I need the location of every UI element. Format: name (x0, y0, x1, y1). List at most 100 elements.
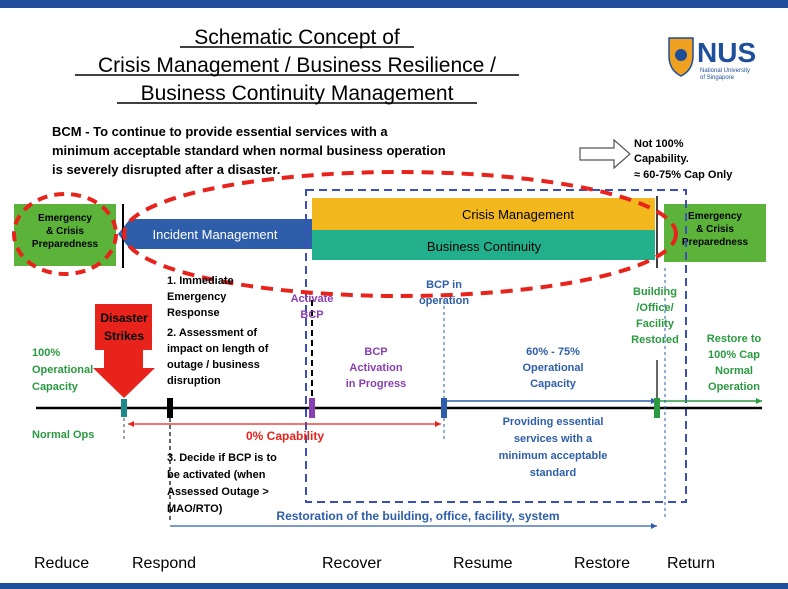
emergency-right-1: Emergency (688, 211, 742, 222)
title-line-1: Schematic Concept of (194, 26, 400, 49)
restore-cap-1: Restore to (707, 333, 762, 345)
restore-cap-4: Operation (708, 381, 760, 393)
bottom-bar (0, 583, 788, 589)
immediate-3: Response (167, 307, 220, 319)
phase-respond: Respond (132, 555, 196, 572)
providing-text: Providing essential services with a mini… (499, 416, 608, 479)
restore-cap-2: 100% Cap (708, 349, 760, 361)
crisis-band (312, 198, 655, 230)
restored-marker (654, 398, 660, 418)
bcp-progress: BCP Activation in Progress (346, 346, 407, 390)
nus-logo: NUS National University of Singapore (668, 37, 756, 81)
bcm-line-1: BCM - To continue to provide essential s… (52, 124, 388, 139)
top-bar (0, 0, 788, 8)
normal-ops: Normal Ops (32, 429, 94, 441)
title-line-2: Crisis Management / Business Resilience … (98, 54, 496, 77)
phase-recover: Recover (322, 555, 382, 572)
title-block: Schematic Concept of Crisis Management /… (75, 26, 519, 105)
operational-capacity-3: Capacity (530, 378, 577, 390)
disaster-2: Strikes (104, 329, 144, 343)
decide-text: 3. Decide if BCP is to be activated (whe… (167, 452, 277, 515)
building-3: Facility (636, 318, 675, 330)
immediate-4: 2. Assessment of (167, 327, 257, 339)
building-4: Restored (631, 334, 679, 346)
decide-2: be activated (when (167, 469, 266, 481)
operational-capacity-2: Operational (522, 362, 583, 374)
logo-sub-2: of Singapore (700, 75, 735, 81)
providing-3: minimum acceptable (499, 450, 608, 462)
decide-3: Assessed Outage > (167, 486, 269, 498)
left-dashed-ellipse (12, 192, 118, 276)
capability-note: Not 100% Capability. ≈ 60-75% Cap Only (634, 138, 733, 181)
activate-2: BCP (300, 309, 323, 321)
immediate-1: 1. Immediate (167, 275, 234, 287)
bcp-operation: BCP in operation (419, 279, 469, 307)
bcp-operation-1: BCP in (426, 279, 462, 291)
operational-left-1: 100% (32, 347, 60, 359)
down-arrow-icon (93, 350, 155, 398)
phase-labels: Reduce Respond Recover Resume Restore Re… (34, 555, 715, 572)
restore-cap-3: Normal (715, 365, 753, 377)
zero-cap-label: 0% Capability (246, 429, 324, 443)
phase-reduce: Reduce (34, 555, 89, 572)
activate-1: Activate (291, 293, 334, 305)
hollow-arrow-icon (579, 138, 631, 170)
emergency-left-band (14, 204, 116, 266)
bcp-operation-marker (441, 398, 447, 418)
decide-1: 3. Decide if BCP is to (167, 452, 277, 464)
operational-capacity-1: 60% - 75% (526, 346, 580, 358)
immediate-5: impact on length of (167, 343, 269, 355)
bcm-description: BCM - To continue to provide essential s… (52, 124, 446, 177)
operational-left: 100% Operational Capacity Normal Ops (32, 347, 94, 441)
providing-4: standard (530, 467, 576, 479)
disaster-marker (121, 399, 127, 417)
capability-note-2: Capability. (634, 153, 689, 165)
timeline: 0% Capability Restoration of the buildin… (36, 268, 762, 529)
continuity-label: Business Continuity (427, 239, 542, 254)
recovery-dashed-box (305, 189, 687, 503)
bcp-progress-3: in Progress (346, 378, 407, 390)
immediate-7: disruption (167, 375, 221, 387)
decide-4: MAO/RTO) (167, 503, 223, 515)
building-2: /Office/ (636, 302, 673, 314)
incident-band (118, 219, 312, 249)
activate-label: Activate BCP (291, 293, 334, 321)
disaster-1: Disaster (100, 311, 148, 325)
phase-restore: Restore (574, 555, 630, 572)
phase-return: Return (667, 555, 715, 572)
operational-capacity: 60% - 75% Operational Capacity (522, 346, 583, 390)
building-1: Building (633, 286, 677, 298)
bcp-operation-2: operation (419, 295, 469, 307)
disaster-callout: Disaster Strikes (93, 304, 155, 398)
continuity-band (312, 230, 655, 260)
emergency-right-band (664, 204, 766, 262)
immediate-6: outage / business (167, 359, 260, 371)
bcm-line-2: minimum acceptable standard when normal … (52, 143, 446, 158)
capability-note-3: ≈ 60-75% Cap Only (634, 169, 733, 181)
phase-bands: Emergency & Crisis Preparedness Incident… (14, 196, 766, 268)
respond-marker (167, 398, 173, 418)
emergency-left-2: & Crisis (46, 226, 84, 237)
restore-cap: Restore to 100% Cap Normal Operation (707, 333, 762, 393)
phase-resume: Resume (453, 555, 513, 572)
bcp-progress-2: Activation (349, 362, 402, 374)
immediate-2: Emergency (167, 291, 227, 303)
restoration-label: Restoration of the building, office, fac… (276, 509, 559, 523)
providing-2: services with a (514, 433, 593, 445)
disaster-box (95, 304, 152, 350)
logo-text: NUS (697, 37, 756, 68)
activate-marker (309, 398, 315, 418)
emergency-left-1: Emergency (38, 213, 92, 224)
incident-label: Incident Management (152, 227, 277, 242)
logo-sub-1: National University (700, 68, 750, 74)
emergency-right-2: & Crisis (696, 224, 734, 235)
bcm-line-3: is severely disrupted after a disaster. (52, 162, 280, 177)
providing-1: Providing essential (503, 416, 604, 428)
building-restored: Building /Office/ Facility Restored (631, 286, 679, 346)
operational-left-3: Capacity (32, 381, 79, 393)
title-line-3: Business Continuity Management (141, 82, 454, 105)
crisis-label: Crisis Management (462, 207, 574, 222)
emergency-left-3: Preparedness (32, 239, 99, 250)
